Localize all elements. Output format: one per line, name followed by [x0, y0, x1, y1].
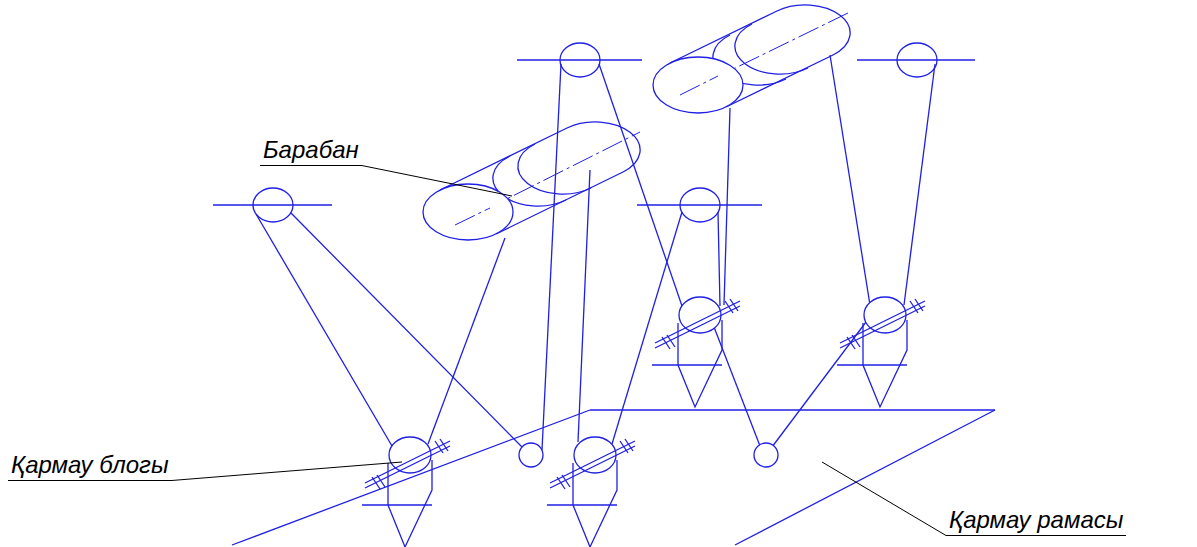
- part-label: Қармау рамасы: [946, 506, 1126, 536]
- part-label: Қармау блогы: [8, 451, 172, 481]
- leader-line: [822, 462, 946, 536]
- part-label: Барабан: [260, 136, 362, 166]
- leader-line: [362, 166, 512, 197]
- leader-line: [172, 462, 402, 481]
